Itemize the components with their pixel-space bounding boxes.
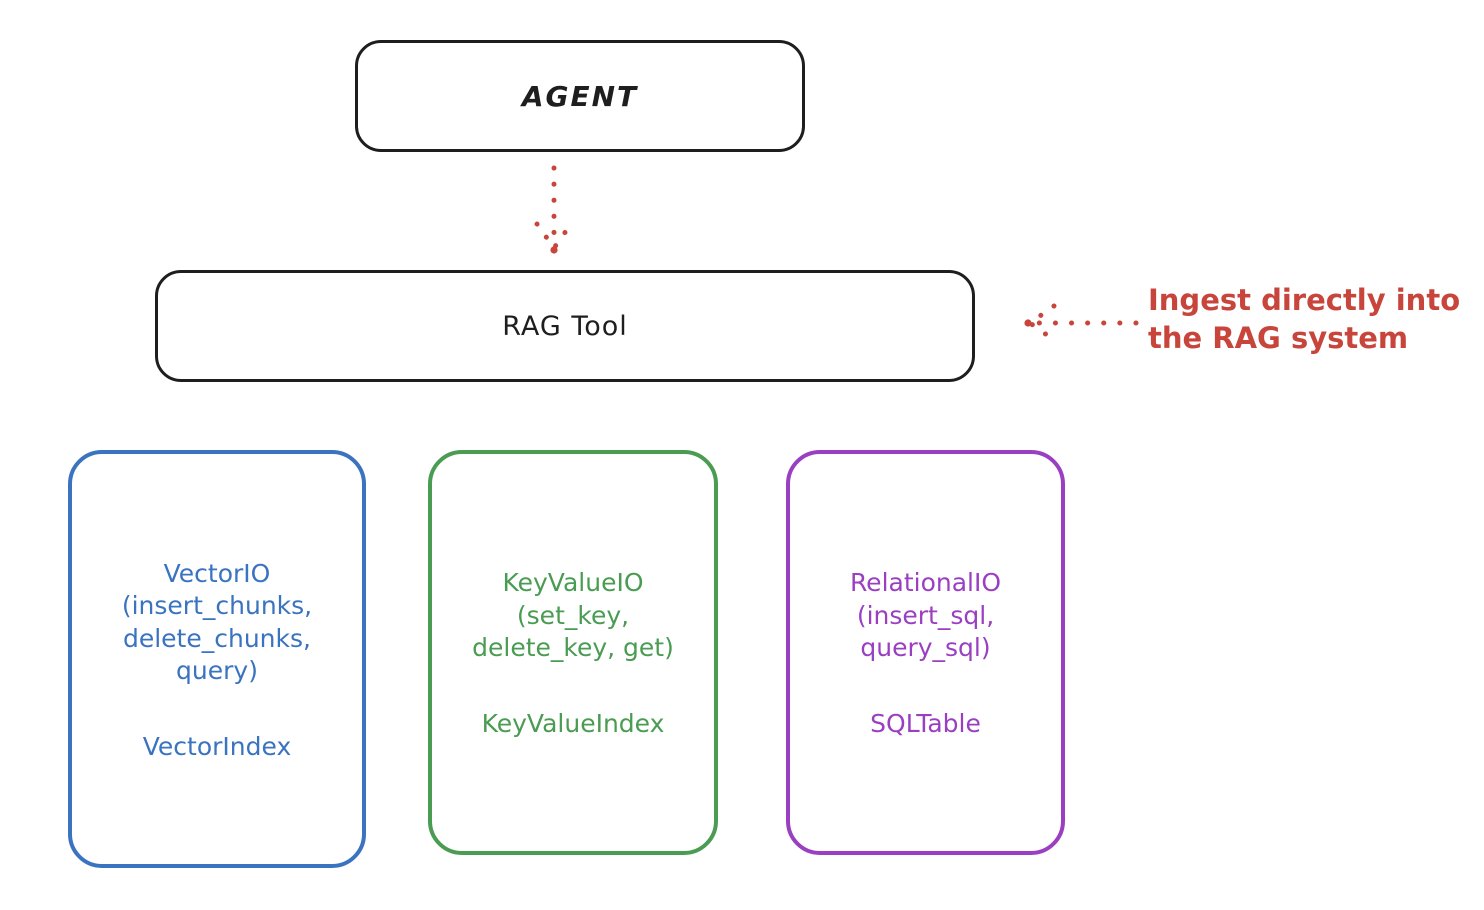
node-relational-io[interactable]: RelationalIO (insert_sql, query_sql) SQL… (786, 450, 1065, 855)
node-sql-table-label: SQLTable (870, 708, 981, 738)
node-vector-io[interactable]: VectorIO (insert_chunks, delete_chunks, … (68, 450, 366, 868)
arrow-agent-to-rag-tool (534, 165, 574, 254)
node-vector-index-label: VectorIndex (142, 731, 292, 761)
arrow-ingest-to-rag-tool (1024, 303, 1139, 343)
node-key-value-io[interactable]: KeyValueIO (set_key, delete_key, get) Ke… (428, 450, 718, 855)
node-agent[interactable]: AGENT (355, 40, 805, 152)
node-rag-tool-label: RAG Tool (502, 310, 628, 342)
node-key-value-io-api: KeyValueIO (set_key, delete_key, get) (472, 568, 674, 663)
node-rag-tool[interactable]: RAG Tool (155, 270, 975, 382)
node-key-value-index-label: KeyValueIndex (481, 708, 665, 738)
node-relational-io-api: RelationalIO (insert_sql, query_sql) (849, 568, 1002, 663)
node-agent-label: AGENT (521, 79, 639, 113)
annotation-ingest-label: Ingest directly into the RAG system (1148, 283, 1461, 355)
node-vector-io-api: VectorIO (insert_chunks, delete_chunks, … (121, 558, 313, 686)
